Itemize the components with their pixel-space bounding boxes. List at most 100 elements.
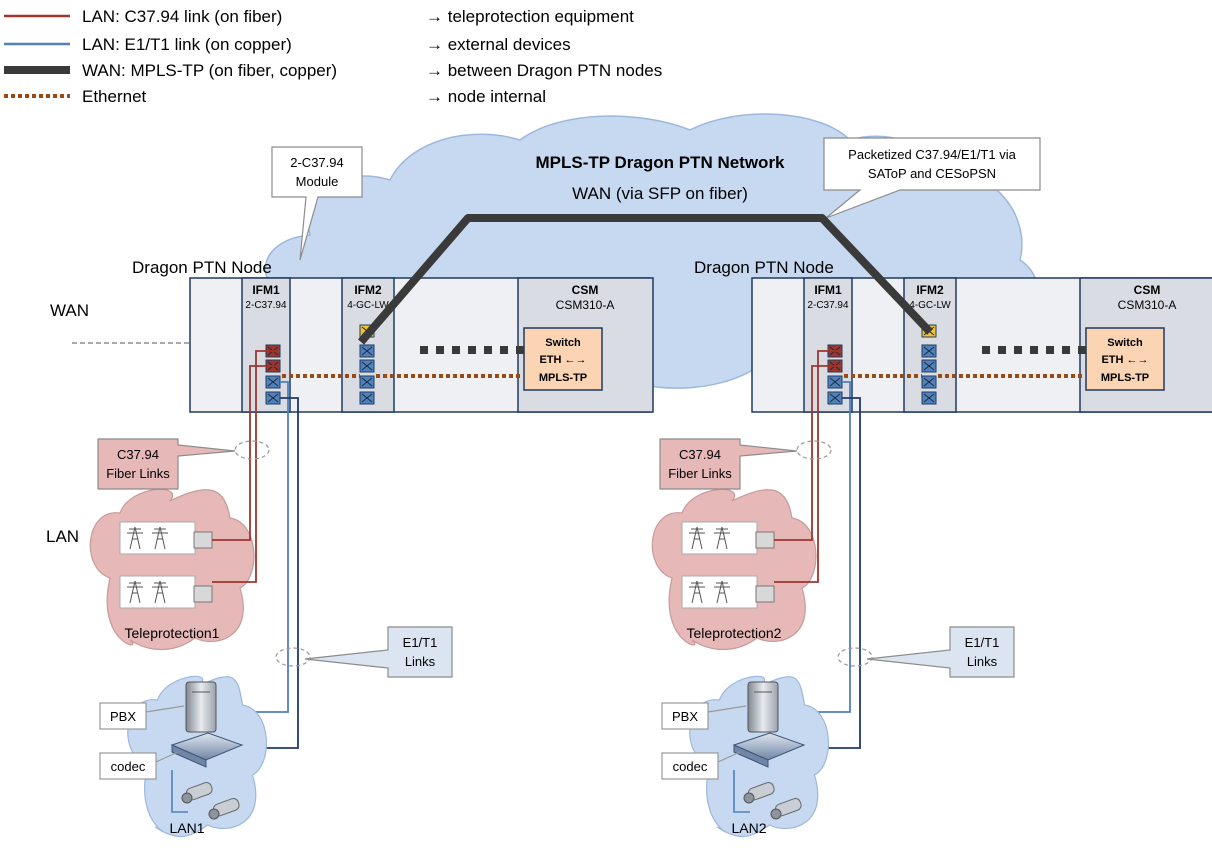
pbx-server-icon [747,681,779,733]
legend-item-wan: WAN: MPLS-TP (on fiber, copper) → betwee… [4,61,662,80]
lan-cloud-label: LAN1 [169,820,204,836]
equipment-box-icon [755,585,775,603]
callout-line: Module [296,174,339,189]
teleprotection-equipment [681,521,775,555]
legend-desc: → teleprotection equipment [426,7,634,26]
legend-label: LAN: C37.94 link (on fiber) [82,7,282,26]
e1t1-port [359,359,375,373]
callout-target-ellipse [275,647,311,667]
ifm1-type: 2-C37.94 [245,300,287,311]
callout-line: Fiber Links [668,466,732,481]
pbx-label-box [661,702,709,730]
wan-side-label: WAN [50,301,89,320]
teleprotection-equipment [681,575,775,609]
switch-label: MPLS-TP [1101,372,1149,384]
codec-label-box [99,752,157,780]
camera-icon [208,798,240,820]
power-pylon-icon [714,580,730,604]
c3794-fiber-link [774,350,842,583]
legend-desc: → external devices [426,35,571,54]
c3794-fiber-link [774,365,842,541]
e1t1-port [359,391,375,405]
power-pylon-icon [689,580,705,604]
codec-link [733,770,750,813]
camera-icon [181,782,213,804]
e1t1-links-callout [304,626,453,678]
power-pylon-icon [152,580,168,604]
equipment-box-icon [193,531,213,549]
legend: LAN: C37.94 link (on fiber) → teleprotec… [4,7,662,106]
callout-line: Links [967,654,998,669]
switch-label: MPLS-TP [539,372,587,384]
lan-cloud-label: LAN2 [731,820,766,836]
legend-label: WAN: MPLS-TP (on fiber, copper) [82,61,337,80]
power-pylon-icon [689,526,705,550]
e1t1-port [921,391,937,405]
teleprotection-equipment [119,521,213,555]
switch-label: Switch [545,337,581,349]
cloud-subtitle: WAN (via SFP on fiber) [572,184,748,203]
ifm1-type: 2-C37.94 [807,300,849,311]
equipment-box-icon [755,531,775,549]
callout-line: SAToP and CESoPSN [868,166,996,181]
pbx-label: PBX [110,709,136,724]
csm-type: CSM310-A [1118,298,1177,312]
c3794-fiber-link [212,350,280,583]
ifm2-type: 4-GC-LW [909,300,951,311]
legend-item-e1t1: LAN: E1/T1 link (on copper) → external d… [4,35,571,54]
power-pylon-icon [714,526,730,550]
switch-box [523,327,603,391]
callout-line: 2-C37.94 [290,155,343,170]
c3794-fiber-link [212,365,280,541]
e1t1-port [359,344,375,358]
callout-line: Links [405,654,436,669]
switch-box [1085,327,1165,391]
codec-label-box [661,752,719,780]
ifm2-label: IFM2 [916,283,944,297]
ifm1-label: IFM1 [252,283,280,297]
pbx-label: PBX [672,709,698,724]
callout-target-ellipse [234,440,270,460]
legend-label: Ethernet [82,87,147,106]
csm-label: CSM [1134,283,1161,297]
ifm2-label: IFM2 [354,283,382,297]
codec-label: codec [111,759,146,774]
callout-line: C37.94 [117,447,159,462]
callout-line: Fiber Links [106,466,170,481]
ptn-node-2: Dragon PTN NodeIFM12-C37.94IFM24-GC-LWCS… [651,258,1212,838]
e1t1-port [265,375,281,389]
node-title: Dragon PTN Node [132,258,272,277]
cloud-title: MPLS-TP Dragon PTN Network [535,153,785,172]
codec-device-icon [732,732,806,768]
equipment-box-icon [193,585,213,603]
switch-label: ETH ←→ [539,354,586,366]
e1t1-port [921,375,937,389]
e1t1-port [921,359,937,373]
power-pylon-icon [152,526,168,550]
teleprotection-label: Teleprotection2 [687,625,782,641]
codec-link [171,770,188,813]
module-callout: 2-C37.94 Module [271,146,363,261]
e1t1-port [359,375,375,389]
pbx-label-box [99,702,147,730]
e1t1-links-callout [866,626,1015,678]
pbx-server-icon [185,681,217,733]
lan-side-label: LAN [46,527,79,546]
fiber-links-callout [97,438,236,490]
fiber-links-callout [659,438,798,490]
callout-line: Packetized C37.94/E1/T1 via [848,147,1016,162]
node-title: Dragon PTN Node [694,258,834,277]
ptn-node-1: Dragon PTN NodeIFM12-C37.94IFM24-GC-LWCS… [89,258,654,838]
legend-label: LAN: E1/T1 link (on copper) [82,35,292,54]
legend-desc: → node internal [426,87,546,106]
callout-line: E1/T1 [403,635,438,650]
callout-target-ellipse [796,440,832,460]
camera-icon [743,782,775,804]
legend-item-ethernet: Ethernet → node internal [4,87,546,106]
e1t1-port [921,344,937,358]
slot-card [903,277,957,413]
teleprotection-label: Teleprotection1 [125,625,220,641]
csm-type: CSM310-A [556,298,615,312]
